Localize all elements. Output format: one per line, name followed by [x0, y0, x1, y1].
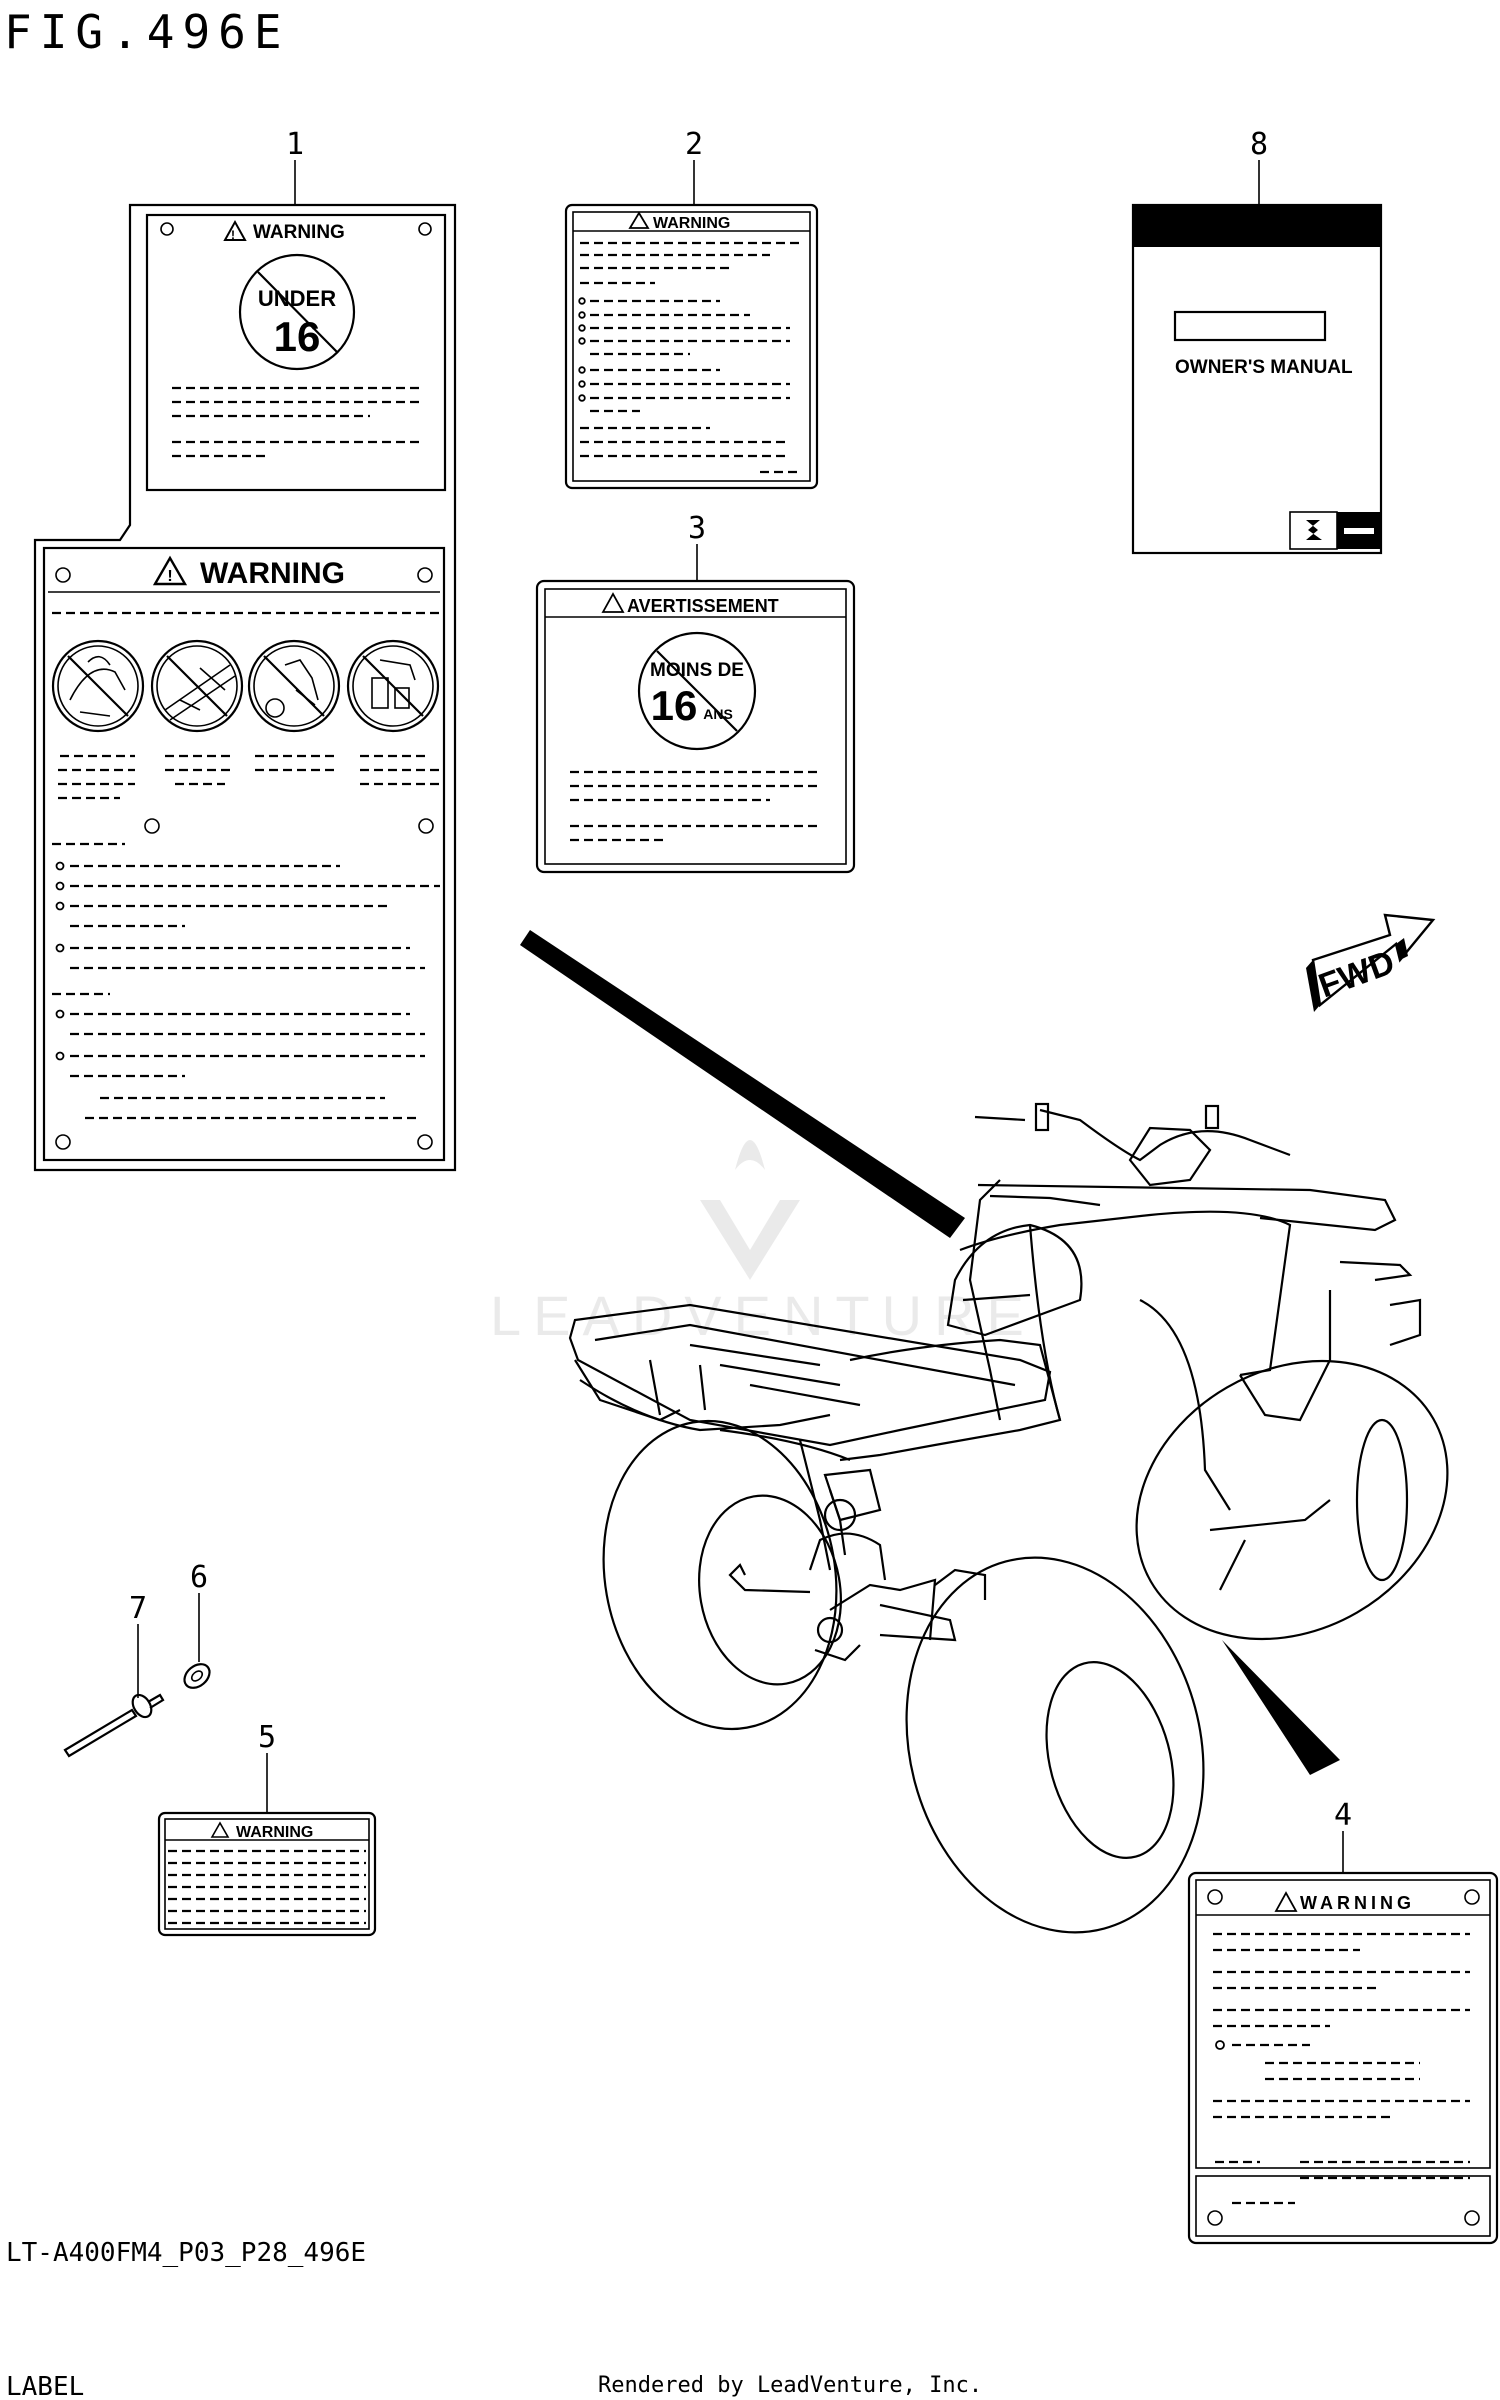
pointer-label-1: [520, 930, 965, 1238]
label-3-ans-text: ANS: [703, 706, 733, 722]
callout-5: 5: [258, 1720, 276, 1755]
label-1-under-text: UNDER: [258, 286, 336, 311]
label-5-warning-text: WARNING: [236, 1824, 313, 1841]
label-3-moins-de-text: MOINS DE: [650, 660, 744, 681]
label-3-age-text: 16: [651, 682, 698, 729]
fwd-arrow-icon: FWD: [1306, 913, 1436, 1012]
warning-triangle-icon: !: [223, 219, 247, 242]
label-3-avertissement-text: AVERTISSEMENT: [627, 596, 779, 616]
label-5: WARNING: [157, 1811, 377, 1937]
figure-code: LT-A400FM4_P03_P28_496E: [6, 2238, 366, 2268]
warning-triangle-icon: !: [152, 555, 188, 586]
label-1-age-text: 16: [274, 313, 321, 360]
label-4-warning-text: WARNING: [1300, 1893, 1415, 1913]
suzuki-logo-icon: [1289, 511, 1381, 550]
callout-8: 8: [1250, 127, 1268, 162]
owners-manual: OWNER'S MANUAL: [1131, 203, 1383, 555]
washer-6: [183, 1663, 211, 1689]
warning-triangle-icon: [601, 592, 625, 613]
callout-6: 6: [190, 1560, 208, 1595]
callout-1: 1: [286, 127, 304, 162]
credit-text: Rendered by LeadVenture, Inc.: [598, 2373, 982, 2398]
callout-3: 3: [688, 511, 706, 546]
callout-2: 2: [685, 127, 703, 162]
label-1: ! WARNING UNDER 16 ! WARNING: [33, 203, 457, 1172]
warning-triangle-icon: [628, 211, 650, 229]
no-passenger-icon: [51, 639, 145, 733]
label-4: WARNING: [1187, 1871, 1499, 2245]
svg-text:!: !: [167, 568, 172, 585]
rivet-7: [63, 1693, 165, 1758]
figure-title: FIG.496E: [4, 5, 290, 59]
pointer-label-4: [1222, 1640, 1340, 1775]
callout-4: 4: [1334, 1798, 1352, 1833]
label-1-main-warning-text: WARNING: [200, 557, 345, 590]
watermark-logo: [700, 1140, 800, 1280]
svg-text:!: !: [231, 228, 235, 242]
no-minors-icon: [346, 639, 440, 733]
no-drugs-alcohol-icon: [247, 639, 341, 733]
warning-triangle-icon: [1274, 1891, 1298, 1912]
no-paved-road-icon: [150, 639, 244, 733]
label-3: AVERTISSEMENT MOINS DE 16 ANS: [535, 579, 856, 874]
owners-manual-title: OWNER'S MANUAL: [1175, 357, 1353, 378]
atv-drawing: [568, 1102, 1449, 1934]
label-1-warning-text: WARNING: [253, 222, 345, 243]
figure-name: LABEL: [6, 2372, 84, 2400]
warning-triangle-icon: [210, 1821, 230, 1838]
label-2: WARNING: [564, 203, 819, 490]
callout-7: 7: [129, 1591, 147, 1626]
label-2-warning-text: WARNING: [653, 215, 730, 232]
